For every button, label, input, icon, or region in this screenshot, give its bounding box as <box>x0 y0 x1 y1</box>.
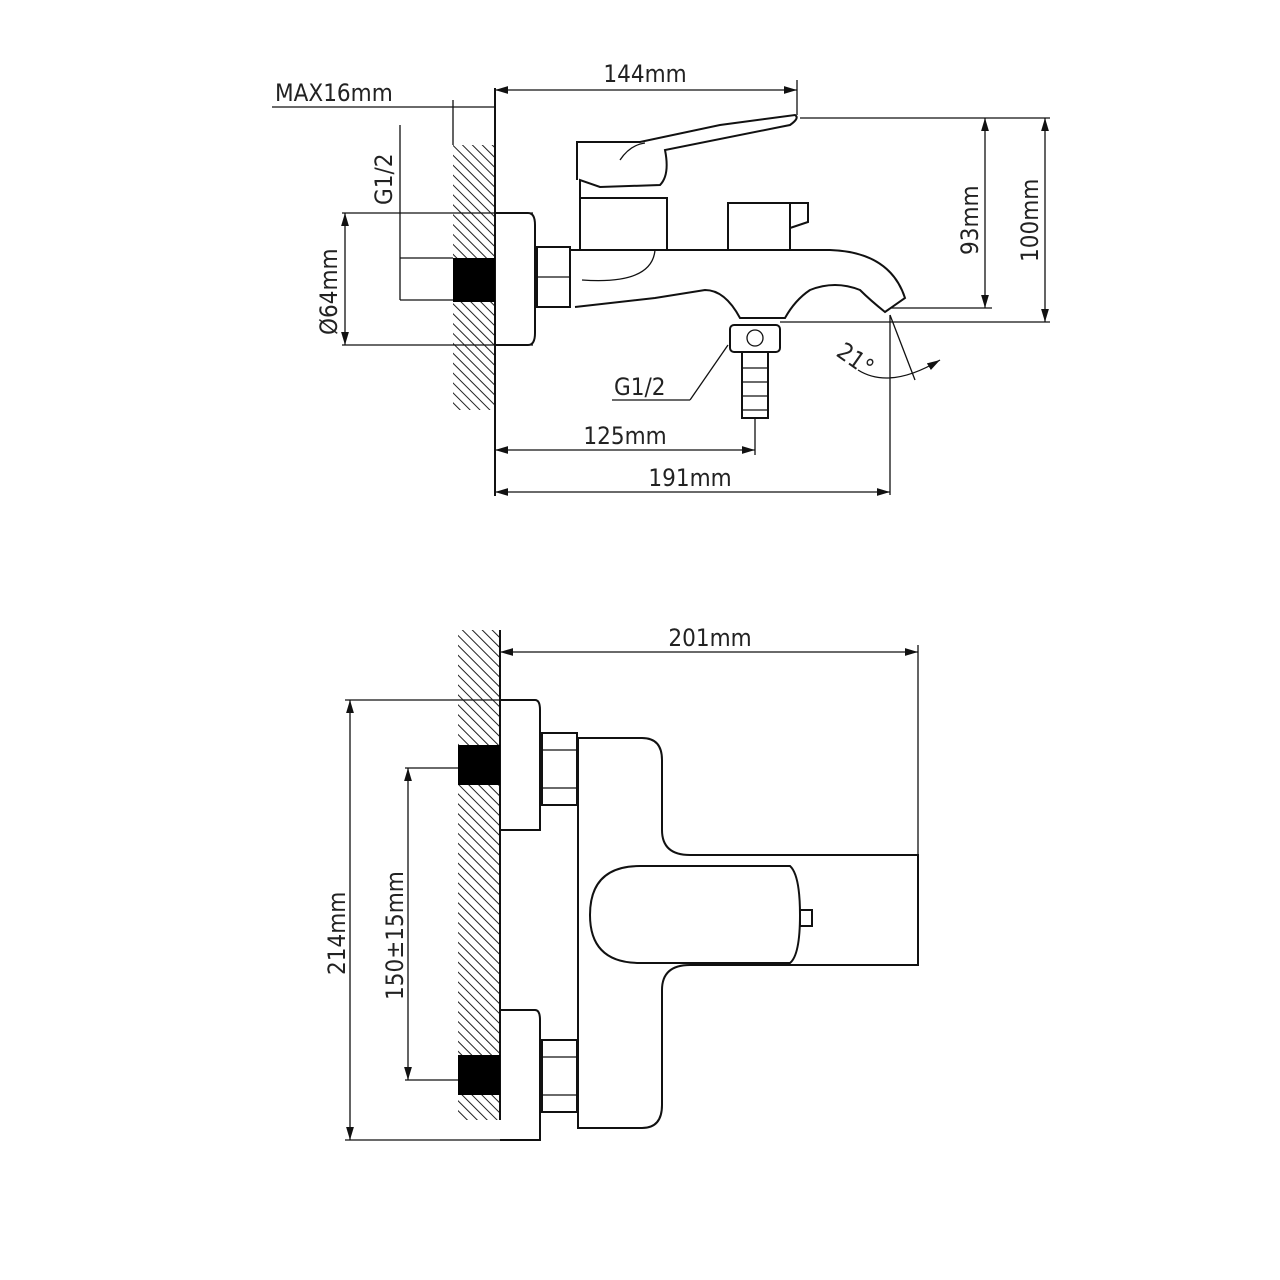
flange-top <box>500 699 541 831</box>
outlet-distance-label: 125mm <box>583 422 666 450</box>
lever-handle-top <box>588 865 802 964</box>
top-view: 201mm 214mm 150±15mm <box>323 624 919 1141</box>
total-depth-label: 191mm <box>648 464 731 492</box>
mixer-body <box>577 737 919 1129</box>
handle-pin <box>799 909 813 927</box>
hose-fitting <box>741 351 769 419</box>
spout-body <box>570 249 907 319</box>
lever-handle <box>576 113 798 250</box>
wall-pipe-block <box>453 258 495 302</box>
width-top-label: 144mm <box>603 60 686 88</box>
flange-bottom <box>500 1009 541 1141</box>
wall-hatch <box>458 630 500 1120</box>
total-width-label: 214mm <box>323 892 351 975</box>
side-view: MAX16mm 144mm G1/2 Ø64mm <box>272 60 1050 496</box>
hex-nut-bottom <box>541 1039 578 1113</box>
inlet-thread-label: G1/2 <box>370 154 398 205</box>
flange <box>495 212 536 346</box>
flange-diameter-label: Ø64mm <box>315 248 343 335</box>
diverter-knob <box>727 202 809 250</box>
outlet-thread-label: G1/2 <box>614 373 665 401</box>
total-height-label: 100mm <box>1016 179 1044 262</box>
wall-pipe-block-bottom <box>458 1055 500 1095</box>
spout-angle-label: 21° <box>832 337 879 382</box>
max-wall-label: MAX16mm <box>275 79 393 107</box>
outlet-connector <box>729 324 781 353</box>
center-distance-label: 150±15mm <box>381 871 409 1000</box>
spout-height-label: 93mm <box>956 185 984 255</box>
top-depth-label: 201mm <box>668 624 751 652</box>
hex-nut-top <box>541 732 578 806</box>
wall-pipe-block-top <box>458 745 500 785</box>
